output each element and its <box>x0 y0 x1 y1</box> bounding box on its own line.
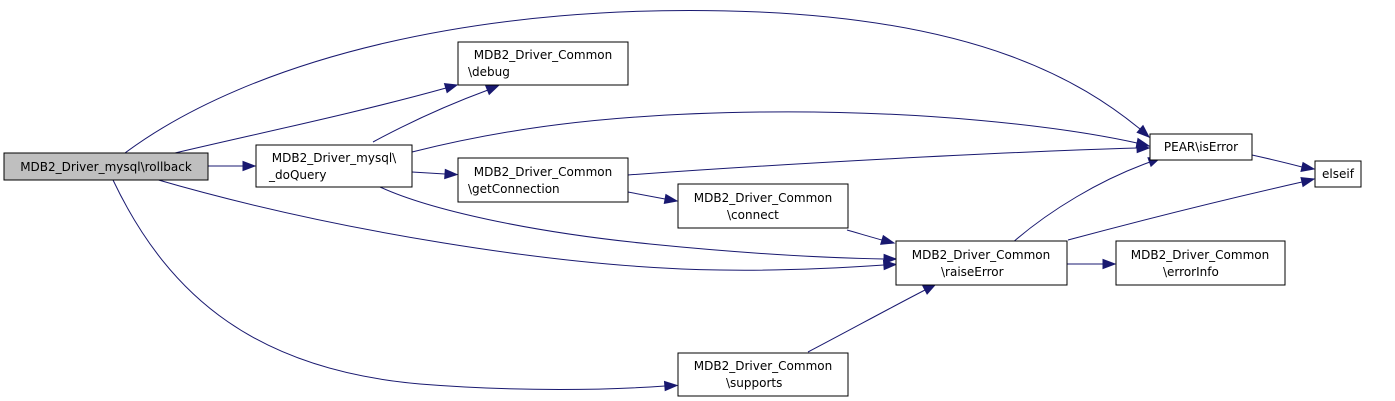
edge-doQuery-to-getConnection <box>411 168 459 180</box>
node-getConnection-label-line1: MDB2_Driver_Common <box>474 165 612 179</box>
node-debug-label-line1: MDB2_Driver_Common <box>474 48 612 62</box>
edge-getConnection-to-connect <box>627 191 679 205</box>
node-doQuery-label-line2: _doQuery <box>268 168 326 182</box>
node-debug-label-line2: \debug <box>468 65 510 79</box>
node-rollback-label: MDB2_Driver_mysql\rollback <box>20 160 192 174</box>
edge-doQuery-to-debug <box>372 85 500 143</box>
node-elseif[interactable]: elseif <box>1314 160 1362 188</box>
node-raiseError[interactable]: MDB2_Driver_Common \raiseError <box>895 240 1068 286</box>
node-connect-label-line1: MDB2_Driver_Common <box>694 191 832 205</box>
node-debug[interactable]: MDB2_Driver_Common \debug <box>457 41 629 86</box>
edge-rollback-to-doQuery <box>208 160 257 172</box>
node-isError[interactable]: PEAR\isError <box>1149 133 1253 161</box>
node-connect[interactable]: MDB2_Driver_Common \connect <box>677 183 849 229</box>
node-connect-label-line2: \connect <box>727 208 779 222</box>
node-doQuery[interactable]: MDB2_Driver_mysql\ _doQuery <box>255 144 413 188</box>
edge-connect-to-raiseError <box>846 229 896 245</box>
node-rollback[interactable]: MDB2_Driver_mysql\rollback <box>3 152 209 181</box>
edge-doQuery-to-raiseError <box>379 186 898 265</box>
node-getConnection-label-line2: \getConnection <box>468 182 560 196</box>
edge-raiseError-to-isError <box>1011 157 1162 244</box>
node-supports[interactable]: MDB2_Driver_Common \supports <box>677 352 849 397</box>
edge-rollback-to-debug <box>174 83 459 154</box>
node-supports-label-line1: MDB2_Driver_Common <box>694 359 832 373</box>
edge-isError-to-elseif <box>1251 154 1316 173</box>
node-errorInfo[interactable]: MDB2_Driver_Common \errorInfo <box>1115 240 1286 286</box>
edge-raiseError-to-errorInfo <box>1067 258 1117 270</box>
node-errorInfo-label-line1: MDB2_Driver_Common <box>1131 248 1269 262</box>
edge-rollback-to-supports <box>112 179 679 392</box>
node-raiseError-label-line1: MDB2_Driver_Common <box>912 248 1050 262</box>
node-errorInfo-label-line2: \errorInfo <box>1163 265 1219 279</box>
edge-supports-to-raiseError <box>807 284 937 353</box>
node-doQuery-label-line1: MDB2_Driver_mysql\ <box>272 151 397 165</box>
node-isError-label: PEAR\isError <box>1164 140 1238 154</box>
edge-rollback-to-isError <box>124 9 1151 154</box>
node-elseif-label: elseif <box>1322 167 1355 181</box>
node-supports-label-line2: \supports <box>726 376 782 390</box>
edge-raiseError-to-elseif <box>1067 177 1316 241</box>
edge-getConnection-to-isError <box>627 142 1151 176</box>
edge-doQuery-to-isError <box>411 111 1151 153</box>
node-raiseError-label-line2: \raiseError <box>941 265 1004 279</box>
node-getConnection[interactable]: MDB2_Driver_Common \getConnection <box>457 157 629 203</box>
